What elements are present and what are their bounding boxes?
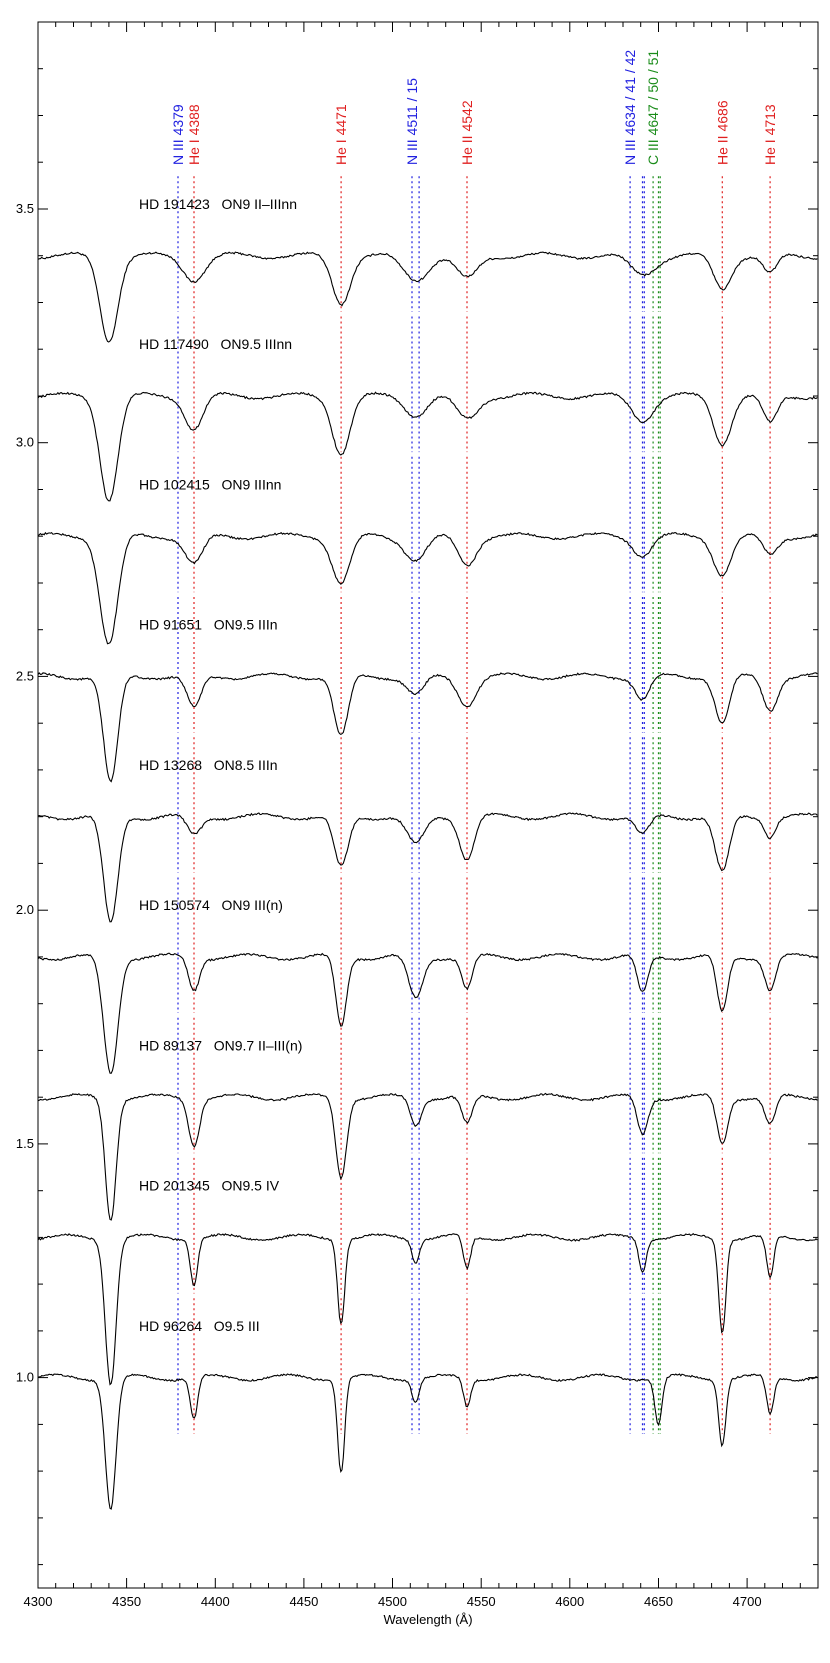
star-labels: HD 191423 ON9 II–IIInn HD 117490 ON9.5 II…: [139, 196, 302, 1334]
line-label-part: N III: [622, 139, 638, 165]
spectrum-line: [37, 672, 818, 783]
spectrum-line: [37, 1373, 818, 1510]
x-tick-label: 4650: [644, 1594, 673, 1609]
y-tick-label: 3.0: [16, 435, 34, 450]
line-label-part: N III: [170, 139, 186, 165]
star-label: HD 89137 ON9.7 II–III(n): [139, 1037, 302, 1053]
x-tick-label: 4400: [201, 1594, 230, 1609]
line-label: C III 4647 / 50 / 51: [645, 50, 661, 165]
star-label: HD 201345 ON9.5 IV: [139, 1178, 280, 1194]
y-tick-label: 2.5: [16, 668, 34, 683]
line-label: He I 4388: [186, 104, 202, 165]
spectrum-line: [37, 251, 818, 343]
line-label-part: 4542: [459, 100, 475, 135]
star-label: HD 117490 ON9.5 IIInn: [139, 336, 292, 352]
line-label-part: C III: [645, 139, 661, 165]
spectrum-line: [37, 1232, 818, 1386]
line-label-part: 4388: [186, 104, 202, 139]
spectrum-line: [37, 391, 818, 502]
star-label: HD 91651 ON9.5 IIIn: [139, 617, 278, 633]
line-label: He II 4686: [714, 100, 730, 165]
line-label-part: He I: [186, 139, 202, 165]
spectrum-line: [37, 1092, 818, 1221]
spectrum-line: [37, 812, 818, 923]
x-tick-label: 4350: [112, 1594, 141, 1609]
star-label: HD 191423 ON9 II–IIInn: [139, 196, 297, 212]
x-tick-label: 4700: [733, 1594, 762, 1609]
spectrum-line: [37, 531, 818, 645]
line-label-part: 4379: [170, 104, 186, 139]
line-label-part: 4713: [762, 104, 778, 139]
line-label: He I 4471: [333, 104, 349, 165]
line-label-part: N III: [404, 139, 420, 165]
star-label: HD 150574 ON9 III(n): [139, 897, 283, 913]
line-label-part: 4634 / 41 / 42: [622, 50, 638, 140]
line-label-part: He I: [333, 139, 349, 165]
x-tick-label: 4450: [289, 1594, 318, 1609]
star-label: HD 102415 ON9 IIInn: [139, 477, 281, 493]
spectra: [37, 251, 818, 1510]
line-label-part: 4647 / 50 / 51: [645, 50, 661, 140]
line-label: N III 4634 / 41 / 42: [622, 50, 638, 165]
x-axis-title: Wavelength (Å): [383, 1612, 472, 1627]
line-markers: [177, 176, 771, 1434]
x-tick-label: 4600: [555, 1594, 584, 1609]
x-tick-label: 4300: [24, 1594, 53, 1609]
x-tick-label: 4550: [467, 1594, 496, 1609]
axis-ticks: 4300 4350 4400 4450 4500 4550 4600 4650 4700 1.0 1…: [16, 22, 819, 1609]
plot-frame: [37, 21, 819, 1589]
line-label-part: 4686: [714, 100, 730, 135]
line-label-part: 4511 / 15: [404, 78, 420, 139]
x-tick-label: 4500: [378, 1594, 407, 1609]
y-tick-label: 3.5: [16, 201, 34, 216]
line-label-part: He I: [762, 139, 778, 165]
y-tick-label: 1.0: [16, 1370, 34, 1385]
y-tick-label: 1.5: [16, 1136, 34, 1151]
y-tick-label: 2.0: [16, 902, 34, 917]
star-label: HD 96264 O9.5 III: [139, 1318, 260, 1334]
line-label: He II 4542: [459, 100, 475, 165]
line-label-part: He II: [714, 135, 730, 165]
star-label: HD 13268 ON8.5 IIIn: [139, 757, 278, 773]
spectrum-line: [37, 952, 818, 1074]
line-label: N III 4379: [170, 104, 186, 165]
line-label: He I 4713: [762, 104, 778, 165]
line-label-part: He II: [459, 135, 475, 165]
line-label-part: 4471: [333, 104, 349, 139]
line-label: N III 4511 / 15: [404, 78, 420, 165]
